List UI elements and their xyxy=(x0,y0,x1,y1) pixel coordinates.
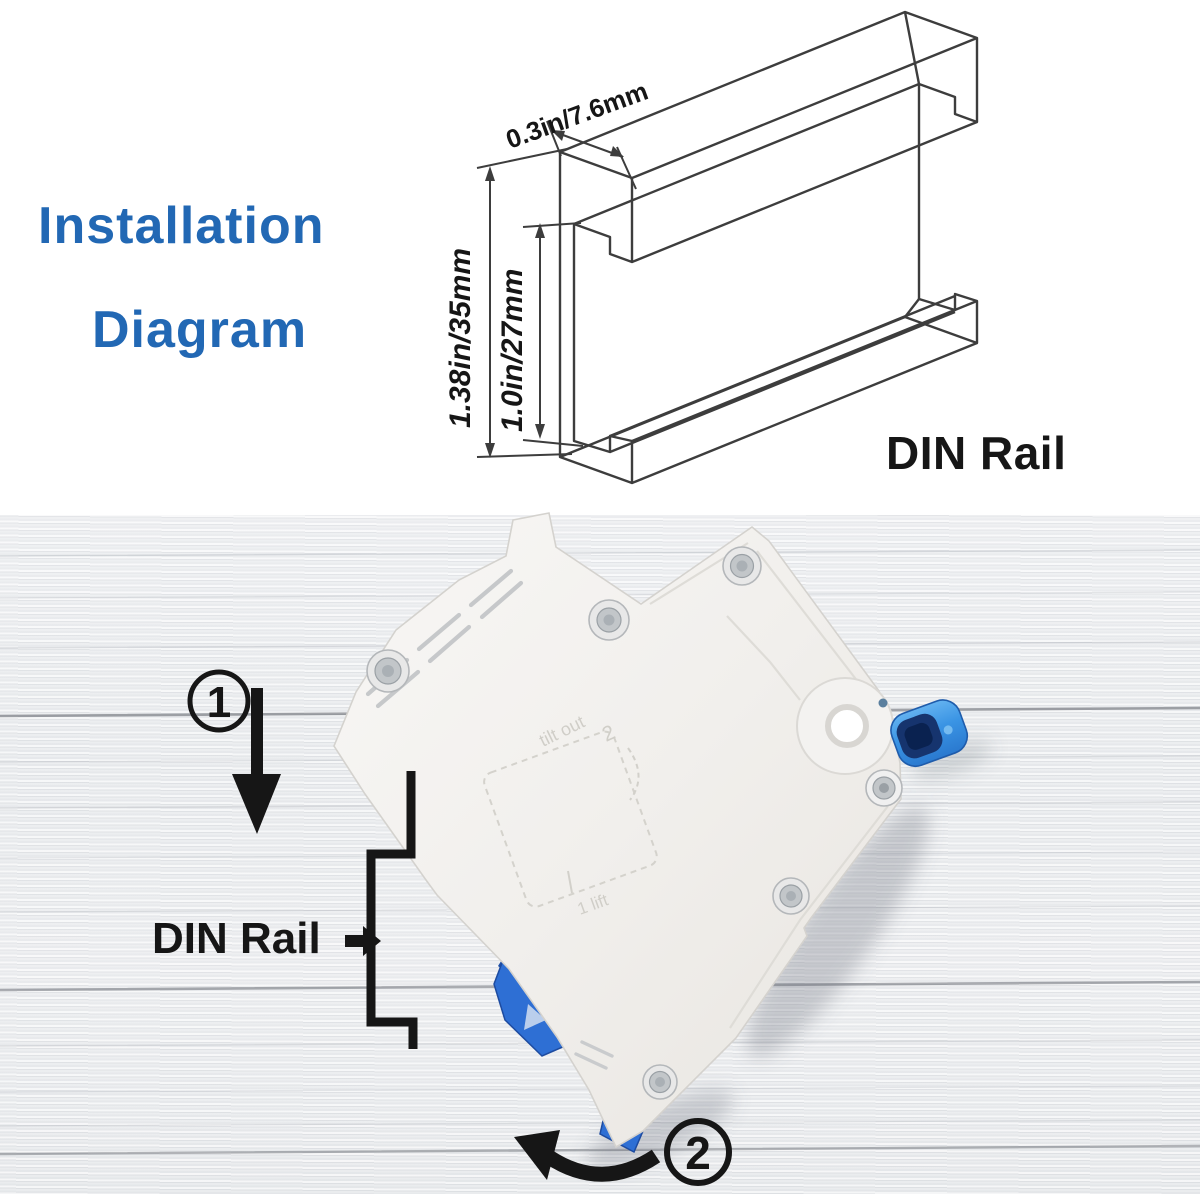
breaker-shadow xyxy=(586,740,992,1171)
step-1-marker: 1 xyxy=(187,669,281,834)
bottom-vent-slots xyxy=(574,1040,614,1070)
screw xyxy=(642,1064,678,1100)
circuit-breaker: tilt out 2 1 lift xyxy=(333,512,969,1149)
step-2-marker: 2 xyxy=(514,1118,732,1186)
curved-arrow-icon xyxy=(514,1130,661,1182)
screw xyxy=(772,877,810,915)
din-rail-label-bottom: DIN Rail xyxy=(152,914,321,963)
screw xyxy=(588,599,630,641)
din-rail-drawing xyxy=(558,10,979,485)
screws xyxy=(366,546,903,1100)
screw xyxy=(722,546,762,586)
screw xyxy=(366,649,410,693)
arrow-down-icon xyxy=(232,688,281,834)
dim-overall-height: 1.38in/35mm xyxy=(444,248,477,428)
breaker-body xyxy=(333,512,902,1149)
toggle-boss xyxy=(796,677,894,775)
dim-flange-depth: 0.3in/7.6mm xyxy=(502,76,652,155)
screw xyxy=(865,769,903,807)
label-arrow-right-icon xyxy=(345,926,381,956)
rail-dimension-arrowheads xyxy=(485,130,624,458)
page-title-line2: Diagram xyxy=(92,301,308,359)
step-1-number: 1 xyxy=(207,678,231,727)
breaker-toggle xyxy=(890,699,969,768)
step-2-number: 2 xyxy=(685,1127,711,1179)
din-rail-label-top: DIN Rail xyxy=(886,427,1067,479)
rail-dimensions xyxy=(476,120,637,458)
page-title-line1: Installation xyxy=(38,197,325,255)
dim-inner-height: 1.0in/27mm xyxy=(496,269,529,432)
din-rail-profile-bracket xyxy=(345,771,418,1049)
